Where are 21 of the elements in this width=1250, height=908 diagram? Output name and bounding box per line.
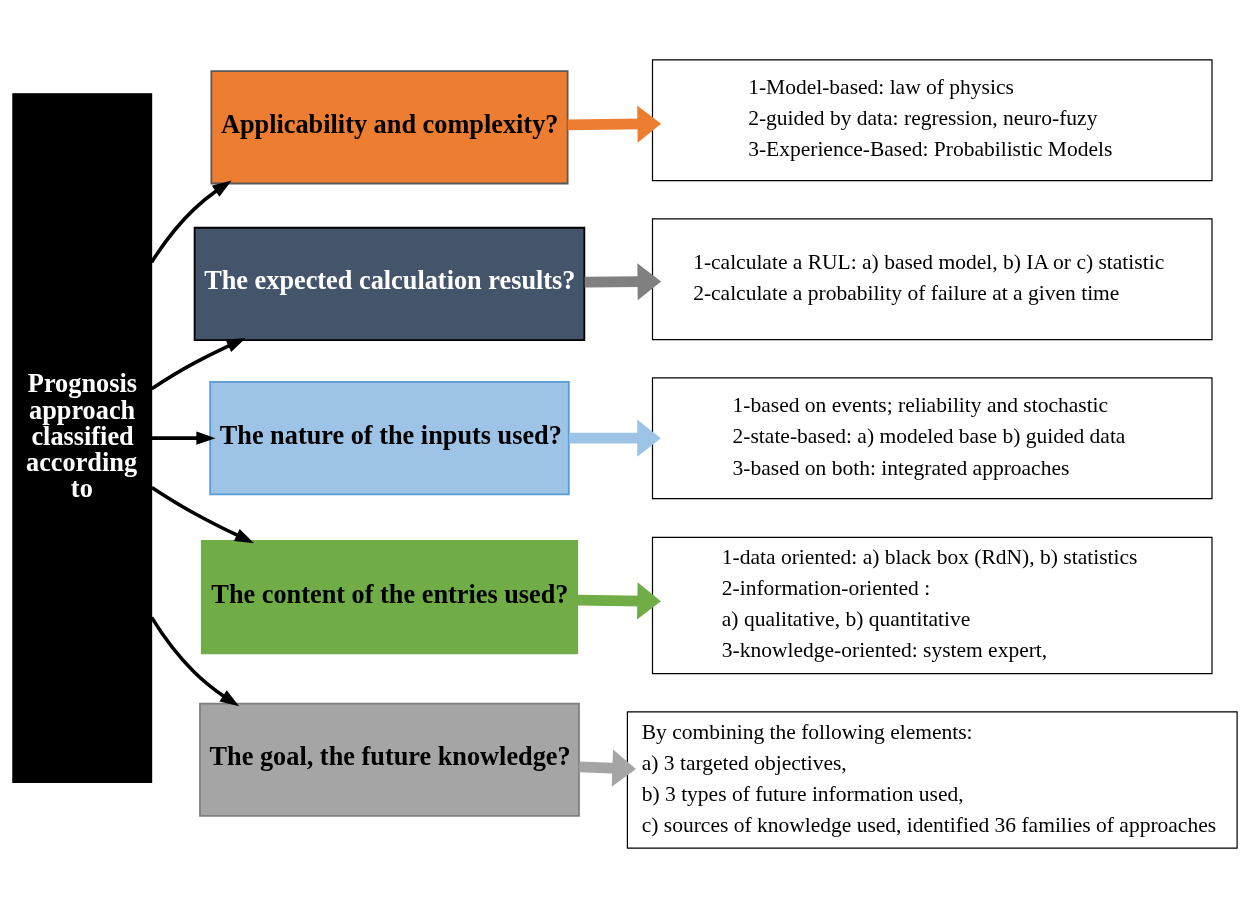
node-box: The nature of the inputs used? (209, 381, 570, 496)
arrow (584, 263, 662, 301)
arrow (150, 180, 232, 264)
arrow (579, 749, 636, 787)
node-box: 1-data oriented: a) black box (RdN), b) statistics 2-information-oriented : a) qualitative, b) quantitative 3-knowledge-oriented: system expert, (651, 536, 1213, 675)
arrow (150, 616, 240, 707)
arrow (151, 431, 216, 445)
node-box: By combining the following elements: a) 3 targeted objectives, b) 3 types of future information used, c) sources of knowledge used, identified 36 families of approaches (626, 711, 1238, 849)
node-box: 1-based on events; reliability and stochastic 2-state-based: a) modeled base b) guided data 3-based on both: integrated approaches (651, 377, 1213, 500)
node-box: 1-calculate a RUL: a) based model, b) IA or c) statistic 2-calculate a probability of failure at a given time (651, 218, 1213, 341)
node-box: 1-Model-based: law of physics 2-guided by data: regression, neuro-fuzy 3-Experience-Based: Probabilistic Models (651, 59, 1213, 182)
node-box: Prognosis approach classified according to (12, 93, 153, 784)
arrow (150, 337, 246, 391)
arrow (569, 419, 661, 457)
node-box: Applicability and complexity? (210, 70, 569, 185)
arrow (577, 582, 661, 620)
node-box: The goal, the future knowledge? (199, 702, 580, 817)
node-box: The expected calculation results? (193, 226, 586, 342)
arrow (567, 105, 662, 143)
node-box: The content of the entries used? (200, 540, 579, 655)
arrow (150, 485, 255, 544)
